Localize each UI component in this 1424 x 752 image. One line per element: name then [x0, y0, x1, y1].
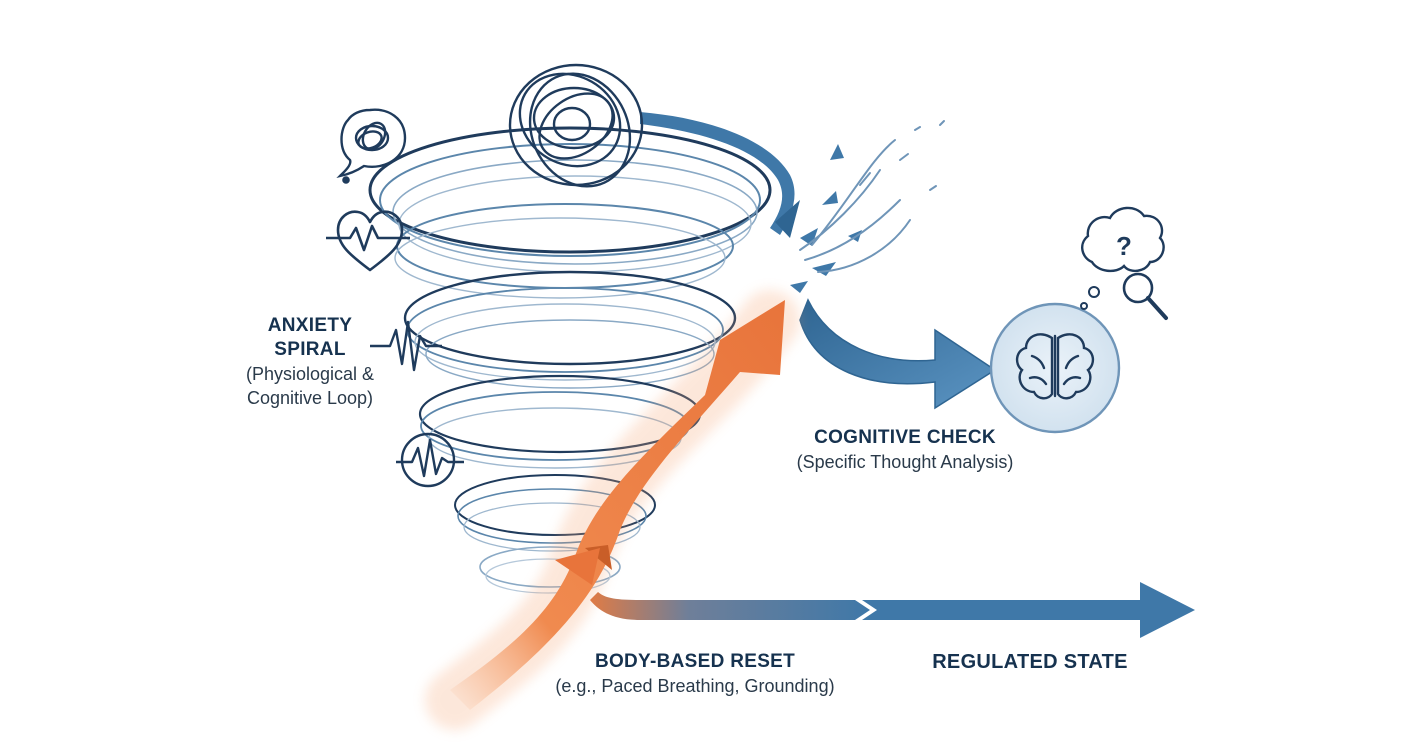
regulated-state-label: REGULATED STATE [900, 650, 1160, 674]
cognitive-arrow [799, 298, 997, 410]
magnifier-icon [1122, 272, 1168, 320]
heart-rate-icon [326, 210, 410, 272]
question-bubble-icon: ? [1080, 206, 1165, 310]
regulated-arrow [590, 582, 1195, 638]
body-reset-label: BODY-BASED RESET (e.g., Paced Breathing,… [510, 650, 880, 698]
cognitive-title: COGNITIVE CHECK [814, 427, 996, 448]
reset-sub: (e.g., Paced Breathing, Grounding) [555, 676, 835, 696]
anxiety-sub-line1: (Physiological & [245, 364, 375, 384]
anxiety-spiral-label: ANXIETY SPIRAL (Physiological & Cognitiv… [205, 314, 415, 410]
anxiety-sub-line2: Cognitive Loop) [246, 388, 374, 408]
anxiety-title-line1: ANXIETY [267, 315, 353, 336]
body-reset-arrow [425, 290, 800, 730]
spiral-ring-1 [368, 126, 772, 273]
cognitive-check-label: COGNITIVE CHECK (Specific Thought Analys… [755, 426, 1055, 474]
shatter-lines [799, 120, 945, 273]
regulated-title: REGULATED STATE [932, 651, 1128, 673]
cognitive-sub: (Specific Thought Analysis) [796, 452, 1014, 472]
heartbeat-circle-icon [396, 432, 464, 488]
pulse-wave-icon [370, 320, 442, 372]
svg-text:?: ? [1116, 231, 1132, 261]
spiral-top-arc [640, 112, 795, 235]
anxiety-title-line2: SPIRAL [274, 339, 346, 360]
brain-icon [989, 302, 1121, 434]
tangled-thought-icon [508, 63, 644, 188]
reset-title: BODY-BASED RESET [594, 651, 796, 672]
thought-bubble-icon [336, 108, 407, 184]
